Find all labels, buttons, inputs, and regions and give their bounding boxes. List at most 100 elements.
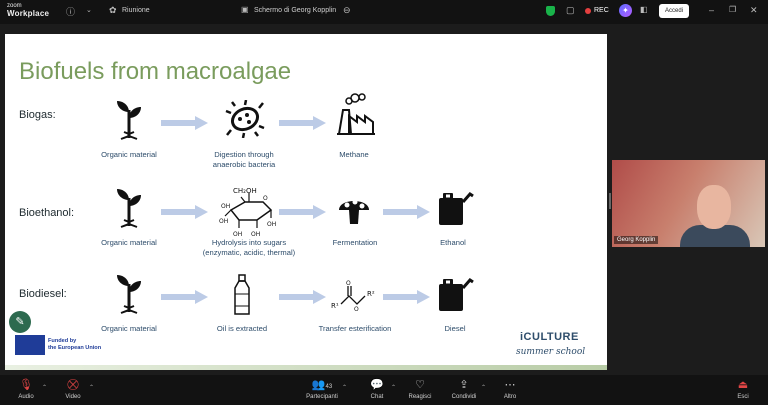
rec-label[interactable]: REC — [594, 7, 609, 14]
eu-funding-line2: the European Union — [48, 345, 102, 351]
status-box-icon[interactable]: ▢ — [566, 5, 575, 15]
participants-count: 43 — [325, 384, 333, 390]
audio-label: Audio — [18, 394, 34, 400]
eu-funding-text: Funded by the European Union — [48, 338, 101, 352]
caption-ethanol: Ethanol — [440, 238, 466, 247]
audio-button[interactable]: 🎙 Audio — [1, 379, 51, 400]
restore-icon[interactable]: ❐ — [729, 5, 737, 14]
eu-flag-icon — [15, 335, 45, 355]
video-button[interactable]: ⛒ Video — [48, 379, 98, 400]
share-label: Condividi — [451, 394, 477, 400]
meeting-toolbar: 🎙 Audio ⌃ ⛒ Video ⌃ 👥43 Partecipanti ⌃ 💬… — [0, 375, 768, 405]
leave-button[interactable]: ⏏ Esci — [718, 379, 768, 400]
pip-icon[interactable]: ◧ — [640, 5, 648, 14]
view-options-icon[interactable]: ⊖ — [343, 5, 351, 15]
arrow-icon — [161, 205, 208, 219]
close-icon[interactable]: ✕ — [750, 5, 758, 15]
eu-funding-logo: Funded by the European Union — [15, 335, 101, 355]
caption-organic-material: Organic material — [101, 324, 157, 333]
participants-label: Partecipanti — [306, 394, 338, 400]
mic-muted-icon: 🎙 — [19, 379, 33, 391]
speaker-body — [680, 225, 750, 247]
audio-options-chevron-icon[interactable]: ⌃ — [42, 385, 48, 391]
iculture-main: iCULTURE — [520, 331, 579, 343]
oh-label-1: OH — [267, 221, 276, 228]
chat-options-chevron-icon[interactable]: ⌃ — [391, 385, 397, 391]
participants-options-chevron-icon[interactable]: ⌃ — [342, 385, 348, 391]
arrow-icon — [161, 290, 208, 304]
plant-icon — [117, 275, 141, 314]
ai-companion-icon[interactable]: ✦ — [619, 4, 632, 17]
recording-dot-icon — [585, 8, 591, 14]
share-screen-icon: ⇪ — [459, 379, 469, 391]
slide-title: Biofuels from macroalgae — [19, 58, 292, 85]
speaker-face — [697, 185, 731, 229]
annotate-pencil-button[interactable]: ✎ — [9, 311, 31, 333]
camera-off-icon: ⛒ — [67, 379, 79, 391]
caption-digestion: Digestion through anaerobic bacteria — [201, 150, 287, 170]
oh-label-3: OH — [233, 231, 242, 238]
chat-icon: 💬 — [370, 379, 384, 391]
arrow-icon — [161, 116, 208, 130]
zoom-logo: zoom Workplace — [7, 3, 49, 18]
jerrycan-icon — [439, 278, 474, 311]
minimize-icon[interactable]: – — [709, 5, 715, 15]
eu-funding-line1: Funded by — [48, 338, 77, 344]
signin-button[interactable]: Accedi — [659, 4, 689, 18]
more-button[interactable]: ⋯ Altro — [485, 379, 535, 400]
caption-digestion-text: Digestion through anaerobic bacteria — [212, 150, 276, 169]
title-bar: zoom Workplace ⓘ ⌄ ✿ Riunione ▣ Schermo … — [0, 0, 768, 24]
more-label: Altro — [503, 394, 517, 400]
arrow-icon — [279, 290, 326, 304]
shared-screen-title: Schermo di Georg Kopplin — [254, 7, 337, 14]
leave-icon: ⏏ — [737, 379, 749, 391]
caption-fermentation: Fermentation — [332, 238, 378, 247]
plant-icon — [117, 189, 141, 228]
shared-slide: Biofuels from macroalgae Biogas: Bioetha… — [5, 34, 607, 370]
caption-hydrolysis: Hydrolysis into sugars (enzymatic, acidi… — [195, 238, 303, 258]
panel-resize-handle[interactable] — [609, 193, 611, 209]
row-label-bioethanol: Bioethanol: — [19, 207, 75, 219]
chat-label: Chat — [370, 394, 384, 400]
glucose-icon: CH₂OH O OH OH OH OH OH — [219, 187, 276, 238]
ester-icon: R¹ O O R² — [331, 280, 375, 312]
participant-video[interactable]: Georg Kopplin — [612, 160, 765, 247]
ring-oxygen-label: O — [263, 195, 268, 202]
slide-footer-bar — [5, 365, 607, 370]
r2-label: R² — [367, 290, 375, 298]
arrow-icon — [279, 205, 326, 219]
bacteria-icon — [225, 100, 265, 138]
jerrycan-icon — [439, 192, 474, 225]
share-button[interactable]: ⇪ Condividi — [439, 379, 489, 400]
ch2oh-label: CH₂OH — [233, 187, 257, 195]
row-label-biogas: Biogas: — [19, 109, 56, 121]
video-label: Video — [65, 394, 81, 400]
caption-organic-material: Organic material — [101, 150, 157, 159]
leave-label: Esci — [737, 394, 749, 400]
row-label-biodiesel: Biodiesel: — [19, 288, 67, 300]
chevron-down-icon[interactable]: ⌄ — [86, 7, 92, 14]
share-options-chevron-icon[interactable]: ⌃ — [481, 385, 487, 391]
meeting-label[interactable]: Riunione — [122, 7, 150, 14]
logo-top: zoom — [7, 3, 22, 9]
chat-button[interactable]: 💬 Chat — [352, 379, 402, 400]
bottle-icon — [234, 274, 250, 315]
video-options-chevron-icon[interactable]: ⌃ — [89, 385, 95, 391]
oh-label-5: OH — [221, 203, 230, 210]
caption-transesterification: Transfer esterification — [318, 324, 392, 333]
more-icon: ⋯ — [504, 379, 516, 391]
reactions-button[interactable]: ♡ Reagisci — [395, 379, 445, 400]
oh-label-2: OH — [219, 218, 228, 225]
caption-oil-extracted: Oil is extracted — [216, 324, 268, 333]
arrow-icon — [383, 290, 430, 304]
security-shield-icon[interactable] — [546, 6, 555, 16]
ether-o-label: O — [354, 306, 359, 312]
participants-button[interactable]: 👥43 Partecipanti — [297, 379, 347, 400]
arrow-icon — [383, 205, 430, 219]
oh-label-4: OH — [251, 231, 260, 238]
r1-label: R¹ — [331, 302, 339, 310]
info-icon[interactable]: ⓘ — [66, 7, 76, 17]
heart-icon: ♡ — [415, 379, 425, 391]
reactions-label: Reagisci — [408, 394, 432, 400]
arrow-icon — [279, 116, 326, 130]
